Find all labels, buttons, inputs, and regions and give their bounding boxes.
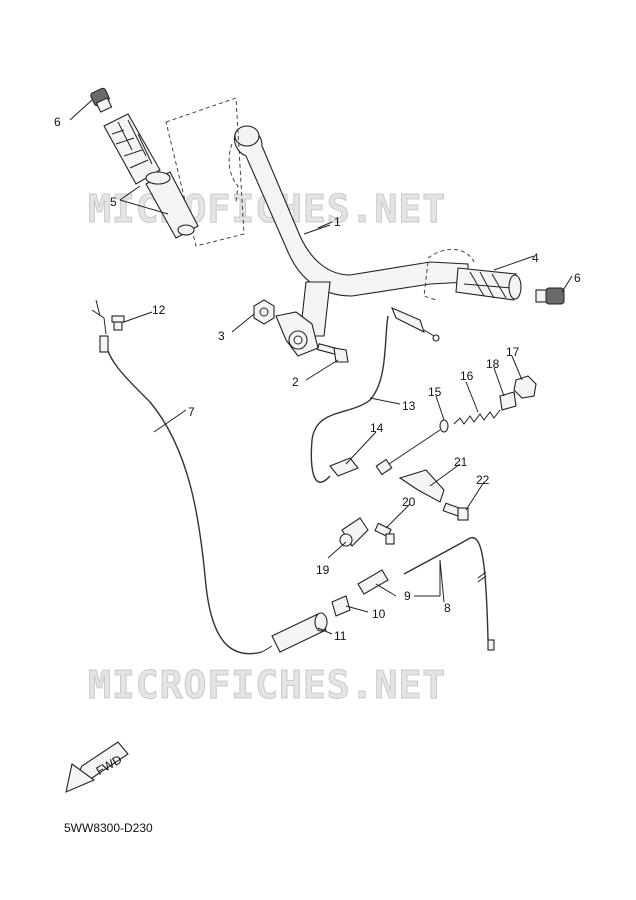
lever-cable bbox=[403, 536, 495, 651]
bolt bbox=[316, 343, 349, 363]
callouts: 6 5 1 4 6 12 3 2 7 13 14 15 16 18 17 21 … bbox=[54, 115, 581, 643]
callout-3: 3 bbox=[218, 329, 225, 343]
callout-4: 4 bbox=[532, 251, 539, 265]
callout-22: 22 bbox=[476, 473, 490, 487]
callout-15: 15 bbox=[428, 385, 442, 399]
fwd-arrow-icon: FWD bbox=[65, 741, 129, 793]
callout-14: 14 bbox=[370, 421, 384, 435]
nut bbox=[253, 299, 275, 325]
bracket bbox=[398, 469, 445, 503]
clamp bbox=[339, 517, 369, 547]
throttle-sleeve bbox=[271, 612, 328, 653]
bracket-bolt bbox=[442, 502, 469, 521]
callout-21: 21 bbox=[454, 455, 468, 469]
collar bbox=[331, 595, 351, 617]
callout-19: 19 bbox=[316, 563, 330, 577]
left-grip bbox=[103, 113, 199, 239]
diagram-code: 5WW8300-D230 bbox=[64, 821, 153, 835]
leader-lines bbox=[69, 99, 573, 635]
callout-5: 5 bbox=[110, 195, 117, 209]
spring bbox=[453, 409, 501, 425]
callout-6-right: 6 bbox=[574, 271, 581, 285]
callout-6-left: 6 bbox=[54, 115, 61, 129]
callout-18: 18 bbox=[486, 357, 500, 371]
rod bbox=[375, 429, 441, 476]
throttle-cable bbox=[91, 299, 273, 655]
callout-8: 8 bbox=[444, 601, 451, 615]
callout-2: 2 bbox=[292, 375, 299, 389]
callout-13: 13 bbox=[402, 399, 416, 413]
callout-11: 11 bbox=[334, 629, 347, 643]
cable-guide bbox=[329, 457, 359, 477]
cap-nut bbox=[513, 375, 537, 399]
callout-9: 9 bbox=[404, 589, 411, 603]
o-ring bbox=[439, 419, 449, 433]
starter-cable bbox=[310, 306, 440, 483]
right-grip bbox=[455, 267, 522, 301]
callout-16: 16 bbox=[460, 369, 474, 383]
small-screw bbox=[111, 315, 125, 331]
callout-20: 20 bbox=[402, 495, 416, 509]
callout-17: 17 bbox=[506, 345, 520, 359]
plunger bbox=[499, 391, 517, 411]
callout-1: 1 bbox=[334, 215, 341, 229]
joint bbox=[357, 569, 389, 595]
clamp-screw bbox=[374, 522, 395, 545]
callout-10: 10 bbox=[372, 607, 386, 621]
callout-12: 12 bbox=[152, 303, 166, 317]
callout-7: 7 bbox=[188, 405, 195, 419]
grip-end-left bbox=[90, 87, 113, 113]
watermark-bottom: MICROFICHES.NET bbox=[88, 663, 446, 707]
grip-end-right bbox=[535, 287, 565, 305]
